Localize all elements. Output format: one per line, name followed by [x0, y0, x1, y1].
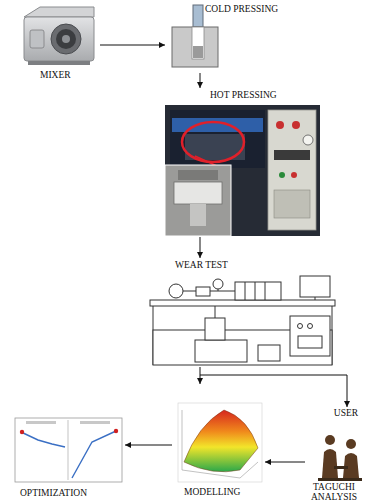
mixer-illustration-part	[62, 35, 70, 43]
step-label: HOT PRESSING	[210, 90, 277, 100]
step-label: USER	[330, 408, 362, 418]
hot-press-photo-part	[292, 121, 300, 129]
step-label: WEAR TEST	[175, 260, 228, 270]
process-step: MODELLING	[172, 400, 265, 500]
branch-stub-part	[200, 375, 201, 384]
hot-press-photo-part	[303, 135, 313, 145]
cold-press-die-part	[172, 27, 218, 67]
people-silhouette-part	[343, 453, 359, 478]
process-step: WEAR TEST	[143, 258, 337, 367]
wear-test-machine-part	[308, 324, 313, 329]
surface-plot-part	[178, 403, 262, 482]
wear-test-machine-part	[150, 300, 335, 306]
step-label: TAGUCHI ANALYSIS	[305, 482, 363, 503]
mixer-illustration-part	[51, 24, 81, 54]
wear-test-machine-part	[205, 318, 225, 340]
optimization-chart-part	[20, 430, 24, 434]
flow-arrow	[200, 367, 347, 407]
wear-test-machine-part	[215, 306, 216, 318]
people-silhouette	[318, 435, 362, 481]
process-step: OPTIMIZATION	[12, 415, 125, 503]
wear-test-machine-part	[245, 282, 246, 300]
process-step: MIXER	[18, 3, 100, 83]
wear-test-machine-part	[218, 289, 219, 291]
hot-press-photo-part	[268, 110, 316, 230]
wear-test-machine-part	[169, 284, 183, 298]
hot-press-photo-part	[190, 204, 206, 226]
surface-plot-part	[184, 410, 258, 472]
wear-test-machine-part	[265, 282, 266, 300]
hot-press-photo-part	[276, 121, 284, 129]
hot-press-photo-part	[174, 182, 222, 204]
people-silhouette-part	[325, 435, 335, 445]
wear-test-machine-part	[255, 282, 256, 300]
process-step: TAGUCHI ANALYSIS	[305, 428, 364, 504]
wear-test-machine-part	[300, 276, 330, 297]
process-step: USER	[330, 407, 364, 421]
flow-arrow	[200, 237, 201, 258]
people-silhouette-part	[346, 439, 356, 449]
mixer-illustration-part	[24, 7, 94, 17]
surface-plot	[178, 403, 262, 482]
wear-test-machine-part	[196, 287, 210, 296]
hot-press-photo-part	[170, 110, 265, 168]
hot-press-photo-part	[279, 172, 285, 178]
wear-test-machine-part	[315, 297, 316, 300]
optimization-chart-part	[80, 421, 110, 424]
optimization-chart	[15, 418, 122, 482]
wear-test-machine-part	[298, 324, 303, 329]
hot-press-photo-part	[165, 105, 320, 236]
optimization-chart-part	[21, 432, 65, 447]
mixer-illustration-part	[30, 30, 44, 48]
cold-press-die	[172, 5, 218, 67]
optimization-chart-part	[15, 418, 122, 482]
step-label: MIXER	[40, 70, 71, 80]
step-label: OPTIMIZATION	[20, 488, 87, 498]
mixer-illustration-part	[28, 61, 90, 65]
people-silhouette-part	[318, 478, 362, 481]
hot-press-photo-part	[178, 170, 218, 180]
surface-plot-part	[182, 410, 183, 470]
mixer-illustration	[24, 7, 94, 65]
process-step: COLD PRESSING	[165, 3, 300, 73]
wear-test-machine-part	[213, 279, 223, 289]
cold-press-die-part	[192, 27, 204, 59]
flow-arrow	[200, 73, 201, 88]
wear-test-machine-part	[235, 282, 281, 300]
mixer-illustration-part	[56, 29, 76, 49]
hot-press-photo-part	[165, 165, 231, 236]
optimization-chart-part	[114, 429, 118, 433]
flow-arrow	[100, 45, 165, 46]
optimization-chart-part	[72, 431, 116, 478]
branch-stub	[200, 375, 201, 384]
wear-test-machine	[150, 276, 335, 365]
process-step: HOT PRESSING	[163, 88, 322, 237]
flow-arrow	[125, 445, 172, 446]
optimization-chart-part	[26, 421, 56, 424]
wear-test-machine-part	[258, 345, 280, 361]
wear-test-machine-part	[290, 316, 330, 356]
hot-press-photo-part	[172, 118, 263, 132]
hot-press-photo-part	[291, 172, 297, 178]
cold-press-die-part	[193, 5, 203, 27]
wear-test-machine-part	[195, 340, 247, 362]
mixer-illustration-part	[24, 17, 94, 61]
hot-press-photo-part	[274, 150, 310, 160]
step-label: COLD PRESSING	[205, 4, 278, 14]
cold-press-die-part	[193, 46, 203, 58]
people-silhouette-part	[334, 466, 348, 469]
people-silhouette-part	[322, 449, 338, 478]
flow-arrow	[265, 462, 305, 463]
hot-press-photo-part	[274, 190, 310, 218]
step-label: MODELLING	[184, 487, 240, 497]
optimization-chart-part	[68, 420, 69, 480]
wear-test-machine-part	[298, 336, 322, 348]
hot-press-photo	[165, 105, 320, 236]
hot-press-photo-part	[182, 122, 244, 162]
